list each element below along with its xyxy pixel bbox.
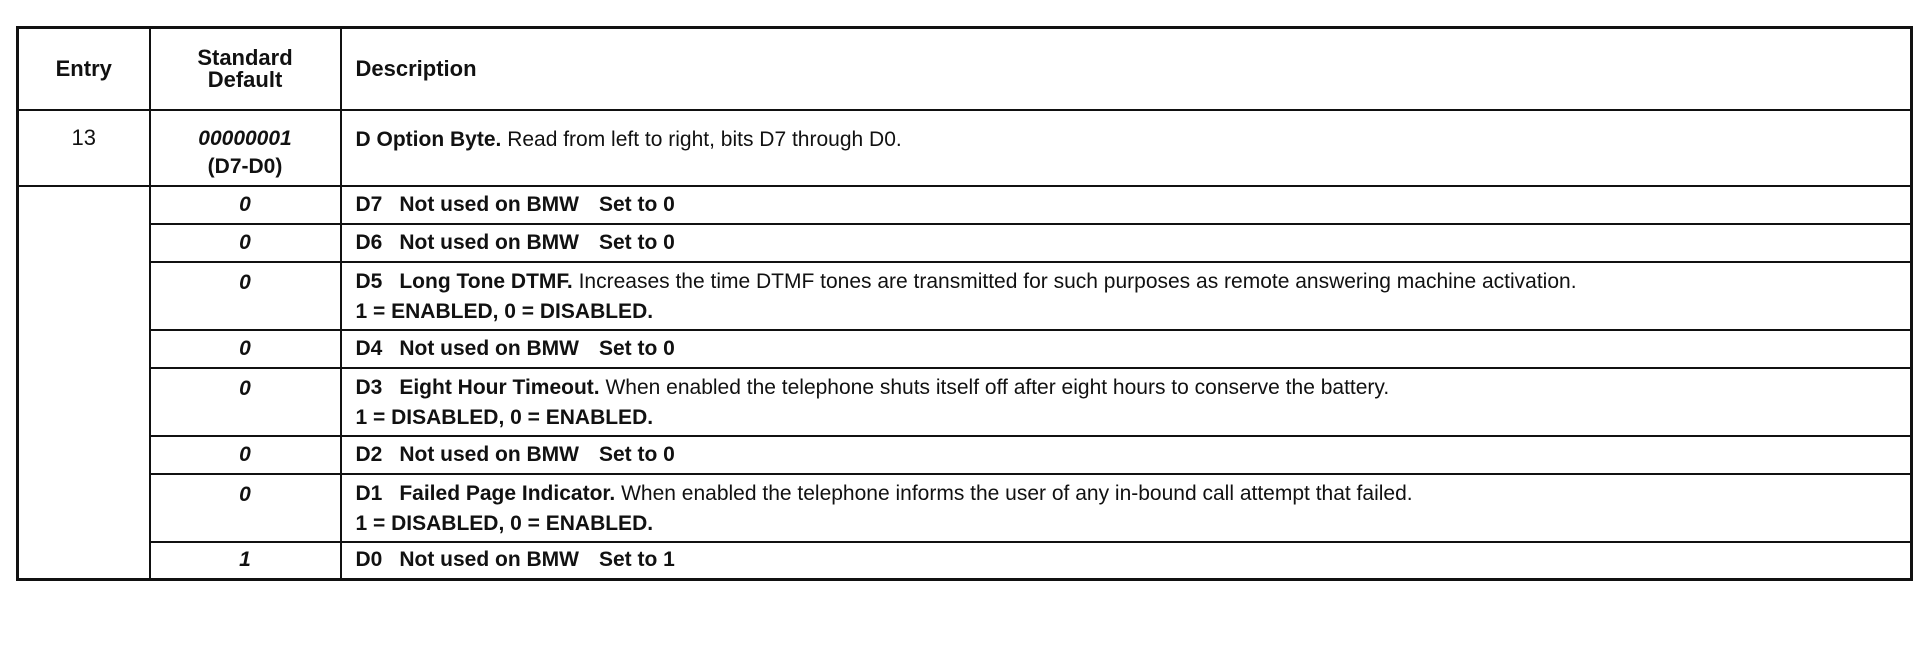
bit-description: D7 Not used on BMW Set to 0 [339,184,1913,225]
table-row-bit: 0 D6 Not used on BMW Set to 0 [18,222,1913,263]
bit-default: 1 [148,540,342,581]
bit-description: D2 Not used on BMW Set to 0 [339,434,1913,475]
bit-code: D7 [355,192,383,216]
table-row-bit: 0 D3 Eight Hour Timeout. When enabled th… [18,366,1913,437]
default-value-cell: 00000001 (D7-D0) [148,108,342,187]
bit-code: D2 [355,442,383,466]
bit-default: 0 [148,260,342,331]
bit-default: 0 [148,328,342,369]
bit-default: 0 [148,434,342,475]
bit-description: D6 Not used on BMW Set to 0 [339,222,1913,263]
bit-note: Set to 0 [598,336,675,360]
default-range: (D7-D0) [207,154,283,178]
bit-title: Long Tone DTMF. [399,269,573,293]
bit-values: 1 = DISABLED, 0 = ENABLED. [355,511,654,535]
bit-title: Not used on BMW [399,192,579,216]
option-byte-table: Entry Standard Default Description 13 00… [16,26,1913,581]
bit-code: D0 [355,548,383,572]
option-byte-title: D Option Byte. [355,127,502,151]
bit-default: 0 [148,366,342,437]
table-row-bit: 0 D1 Failed Page Indicator. When enabled… [18,472,1913,543]
table-header: Entry Standard Default Description [16,26,1913,111]
entry-empty-cell [16,184,151,581]
bit-code: D3 [355,375,383,399]
header-standard-default-label: Standard Default [197,44,293,92]
header-entry: Entry [16,26,151,111]
bit-code: D5 [355,269,383,293]
bit-description: D4 Not used on BMW Set to 0 [339,328,1913,369]
header-standard-default: Standard Default [148,26,342,111]
bit-note: Set to 0 [598,442,675,466]
table-row-bit: 0 D5 Long Tone DTMF. Increases the time … [18,260,1913,331]
bit-values: 1 = DISABLED, 0 = ENABLED. [355,405,654,429]
bit-description: D3 Eight Hour Timeout. When enabled the … [339,366,1913,437]
bit-title: Not used on BMW [399,230,579,254]
bit-title: Not used on BMW [399,442,579,466]
table-row-option-byte: 13 00000001 (D7-D0) D Option Byte. Read … [16,108,1913,187]
bit-default: 0 [148,222,342,263]
bit-text: When enabled the telephone shuts itself … [605,375,1390,399]
bit-title: Failed Page Indicator. [399,481,616,505]
bit-text: When enabled the telephone informs the u… [621,481,1413,505]
header-description: Description [339,26,1913,111]
table-row-bit: 1 D0 Not used on BMW Set to 1 [18,540,1913,581]
bit-default: 0 [148,184,342,225]
bit-title: Not used on BMW [399,336,579,360]
bit-code: D6 [355,230,383,254]
option-byte-text: Read from left to right, bits D7 through… [507,127,902,151]
bit-note: Set to 0 [598,230,675,254]
table-row-bit: 0 D7 Not used on BMW Set to 0 [16,184,1913,581]
bit-code: D4 [355,336,383,360]
bit-note: Set to 0 [598,192,675,216]
entry-number: 13 [16,108,151,187]
bit-text: Increases the time DTMF tones are transm… [578,269,1577,293]
default-value: 00000001 [198,126,292,150]
bit-description: D0 Not used on BMW Set to 1 [339,540,1913,581]
bit-title: Not used on BMW [399,548,579,572]
bit-title: Eight Hour Timeout. [399,375,600,399]
bit-description: D5 Long Tone DTMF. Increases the time DT… [339,260,1913,331]
bit-code: D1 [355,481,383,505]
bit-note: Set to 1 [598,548,675,572]
bit-values: 1 = ENABLED, 0 = DISABLED. [355,299,654,323]
table-row-bit: 0 D2 Not used on BMW Set to 0 [18,434,1913,475]
bit-default: 0 [148,472,342,543]
bit-description: D1 Failed Page Indicator. When enabled t… [339,472,1913,543]
table-row-bit: 0 D4 Not used on BMW Set to 0 [18,328,1913,369]
option-byte-description: D Option Byte. Read from left to right, … [339,108,1913,187]
